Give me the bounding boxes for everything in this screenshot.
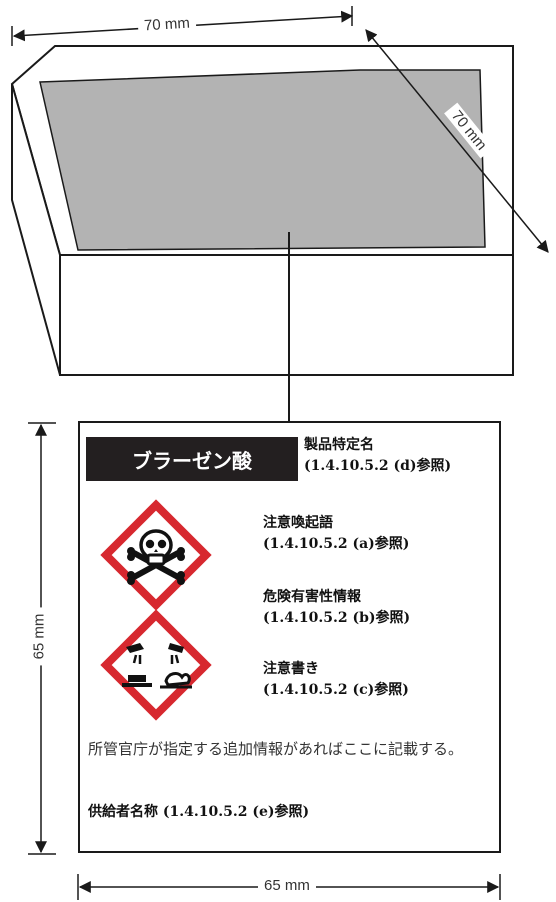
hazard-statements-title: 危険有害性情報 [263, 589, 361, 605]
precautionary-statements-title: 注意書き [263, 661, 319, 677]
dim-label-left: 65 mm [30, 607, 48, 666]
dim-label-bottom: 65 mm [258, 877, 316, 894]
product-identifier-ref: (1.4.10.5.2 (d)参照) [304, 458, 452, 474]
additional-info: 所管官庁が指定する追加情報があればここに記載する。 [88, 740, 464, 758]
precautionary-statements-ref: (1.4.10.5.2 (c)参照) [263, 682, 409, 698]
signal-word-ref: (1.4.10.5.2 (a)参照) [263, 536, 410, 552]
dim-label-top: 70 mm [137, 14, 197, 35]
hazard-statements-block: 危険有害性情報 (1.4.10.5.2 (b)参照) [263, 587, 410, 629]
product-identifier-title: 製品特定名 [304, 437, 374, 453]
product-identifier-block: 製品特定名 (1.4.10.5.2 (d)参照) [304, 435, 451, 477]
hazard-statements-ref: (1.4.10.5.2 (b)参照) [263, 610, 411, 626]
product-name: ブラーゼン酸 [132, 448, 252, 473]
supplier-name: 供給者名称 (1.4.10.5.2 (e)参照) [88, 804, 310, 820]
box-front-face [59, 254, 514, 376]
signal-word-block: 注意喚起語 (1.4.10.5.2 (a)参照) [263, 513, 409, 555]
ghs-label: ブラーゼン酸 製品特定名 (1.4.10.5.2 (d)参照) 注意喚起語 (1… [78, 421, 501, 853]
dim-line-right [365, 29, 549, 253]
precautionary-statements-block: 注意書き (1.4.10.5.2 (c)参照) [263, 659, 409, 701]
label-area [39, 69, 486, 251]
skull-and-crossbones-icon [100, 499, 212, 611]
corrosion-icon [100, 609, 212, 721]
signal-word-title: 注意喚起語 [263, 515, 333, 531]
product-name-box: ブラーゼン酸 [86, 437, 298, 481]
